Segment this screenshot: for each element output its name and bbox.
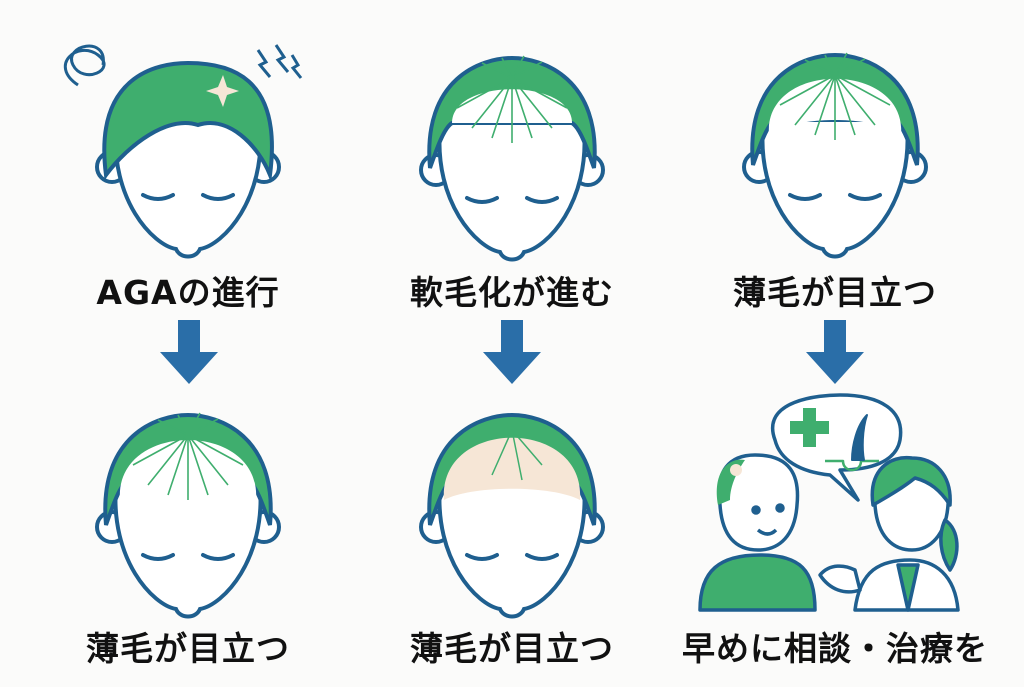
down-arrow-icon [806,320,864,384]
doctor-consultation-icon [698,393,960,612]
thin-crown-head-icon [95,412,281,619]
thin-crown-head-icon [742,52,928,259]
step-label-thinning: 薄毛が目立つ [410,629,614,668]
thinning-hair-head-icon [419,55,605,262]
worried-head-icon [63,44,303,259]
step-label-thinning: 薄毛が目立つ [733,273,937,312]
bald-head-icon [419,412,605,619]
down-arrow-icon [160,320,218,384]
down-arrow-icon [483,320,541,384]
step-label-aga-progression: AGAの進行 [96,273,280,312]
step-label-consult-early: 早めに相談・治療を [682,629,988,668]
step-label-vellus-hair: 軟毛化が進む [410,273,614,312]
step-label-thinning: 薄毛が目立つ [86,629,290,668]
